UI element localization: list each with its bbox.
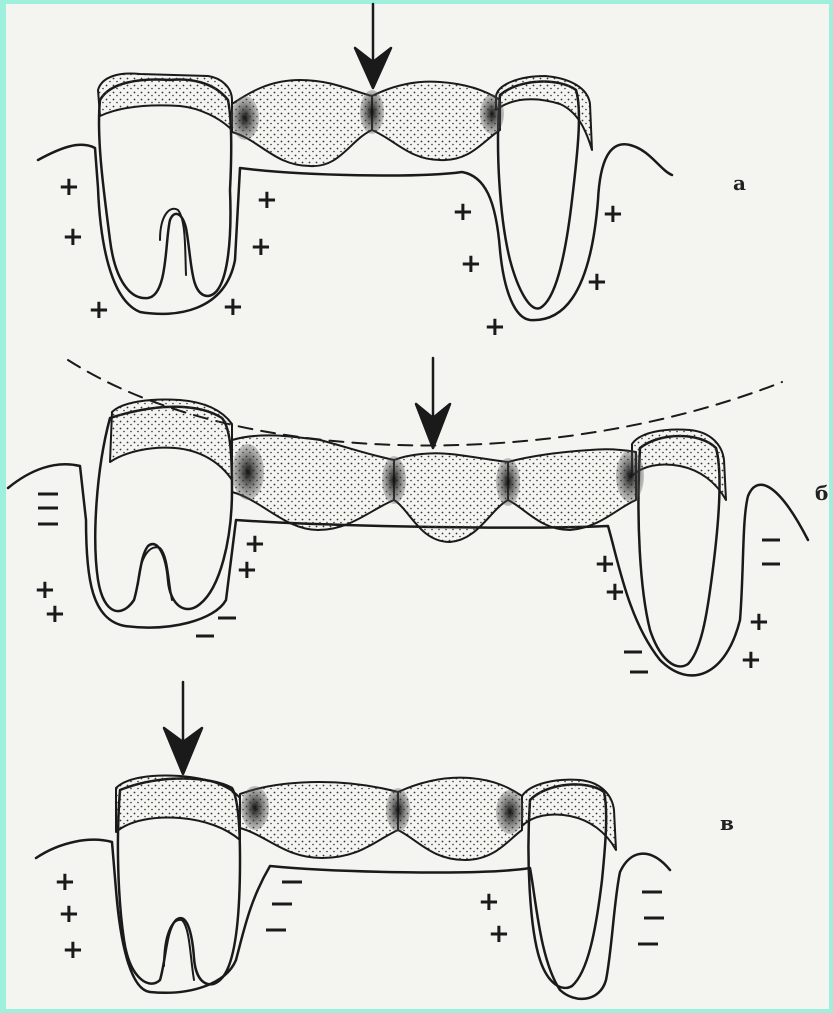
svg-text:+: + — [748, 607, 770, 637]
svg-text:+: + — [602, 199, 624, 229]
joint-a-3 — [480, 94, 504, 134]
signs-c-plus: + + + + + — [54, 867, 510, 965]
svg-text:+: + — [484, 312, 506, 342]
svg-text:+: + — [58, 899, 80, 929]
svg-text:+: + — [478, 887, 500, 917]
right-crown-b — [632, 430, 726, 500]
joint-c-3 — [496, 790, 524, 834]
svg-text:+: + — [236, 555, 258, 585]
svg-text:+: + — [62, 935, 84, 965]
svg-text:+: + — [586, 267, 608, 297]
svg-text:+: + — [222, 292, 244, 322]
svg-text:+: + — [488, 919, 510, 949]
joint-b-2 — [382, 456, 406, 504]
svg-text:+: + — [256, 185, 278, 215]
left-crown-c — [116, 776, 240, 841]
panel-a — [38, 4, 672, 320]
svg-text:+: + — [460, 249, 482, 279]
svg-text:+: + — [594, 549, 616, 579]
svg-text:+: + — [452, 197, 474, 227]
svg-text:+: + — [604, 577, 626, 607]
right-premolar-a — [498, 82, 579, 309]
joint-b-3 — [496, 458, 520, 506]
svg-text:+: + — [62, 222, 84, 252]
right-crown-c — [522, 780, 616, 850]
signs-b — [38, 494, 780, 672]
svg-text:+: + — [54, 867, 76, 897]
gum-line-c — [36, 840, 670, 999]
load-arrow-a — [355, 4, 391, 88]
svg-text:+: + — [740, 645, 762, 675]
panel-label-a: a — [733, 171, 746, 195]
joint-b-4 — [616, 450, 644, 502]
joint-c-1 — [241, 786, 269, 830]
svg-text:+: + — [88, 295, 110, 325]
left-crown-b — [110, 400, 232, 481]
panel-b — [8, 358, 808, 675]
panel-label-c: в — [720, 811, 734, 835]
svg-text:+: + — [58, 172, 80, 202]
pontic-3-b — [508, 449, 636, 530]
signs-c — [266, 882, 664, 944]
load-arrow-b — [416, 358, 450, 448]
load-arrow-c — [164, 682, 202, 774]
panel-label-b: б — [815, 481, 828, 505]
panel-c — [36, 682, 670, 999]
joint-a-2 — [360, 90, 384, 134]
joint-a-1 — [231, 96, 259, 140]
svg-text:+: + — [250, 232, 272, 262]
joint-c-2 — [386, 788, 410, 832]
joint-b-1 — [232, 444, 264, 500]
signs-a: + + + + + + + + + + + — [58, 172, 624, 342]
svg-text:+: + — [44, 599, 66, 629]
left-crown-a — [98, 74, 232, 130]
